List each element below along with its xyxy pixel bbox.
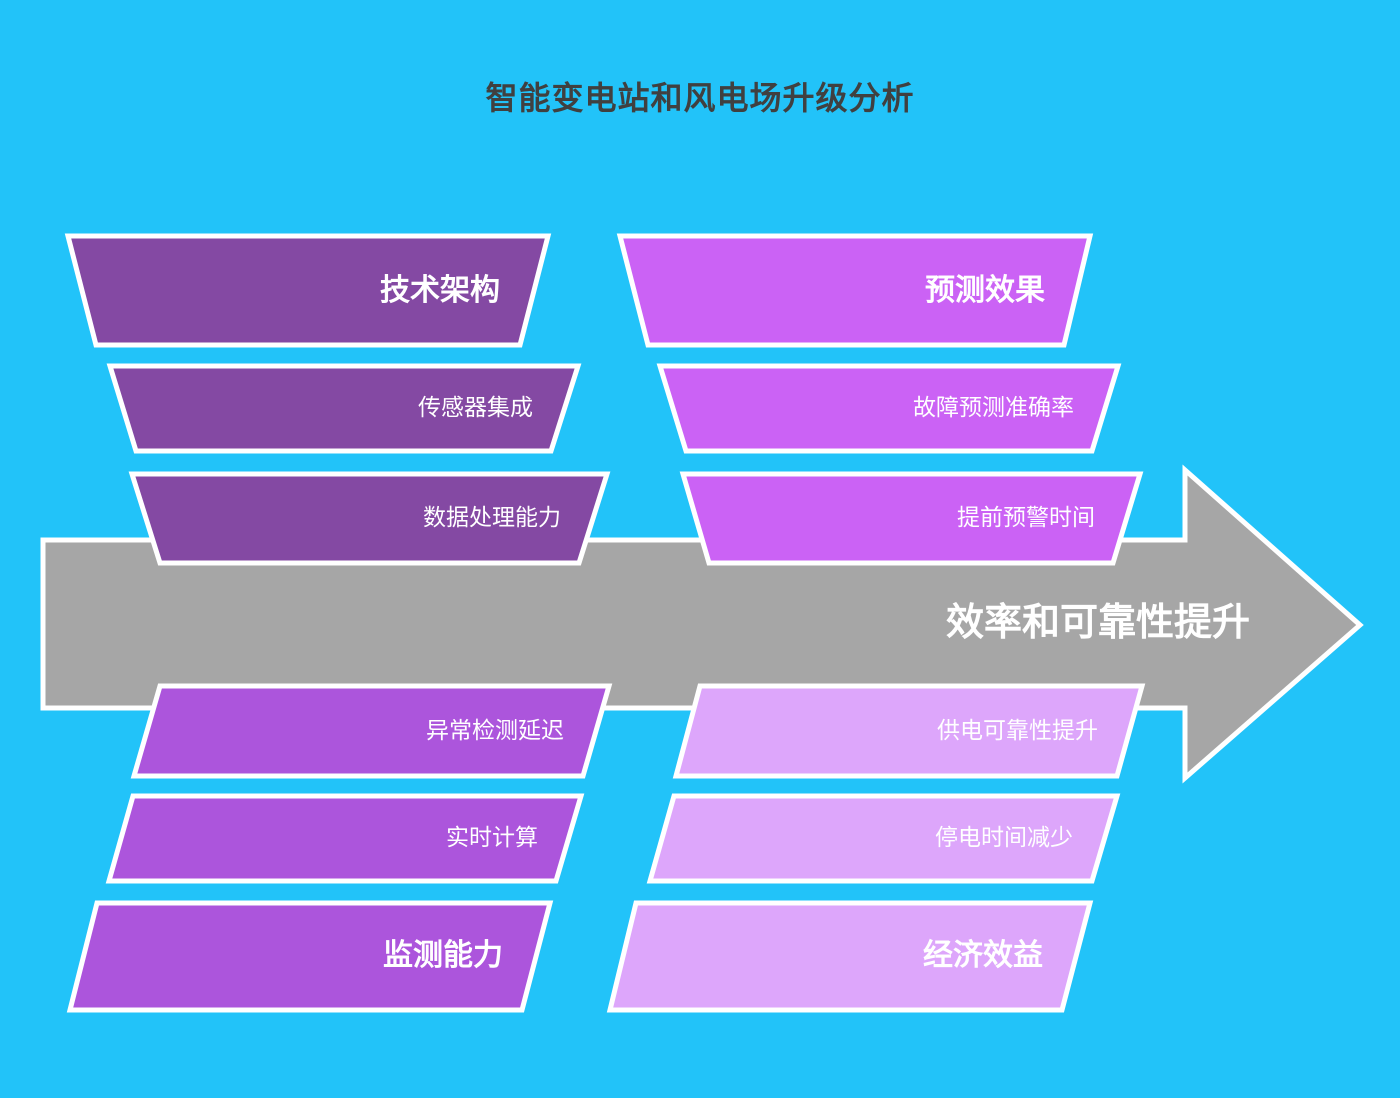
bar-right-6-label: 经济效益 [923,938,1043,972]
bar-right-1-label: 预测效果 [925,274,1045,307]
bar-shape [616,233,1094,348]
bar-left-3[interactable]: 数据处理能力 [128,471,611,566]
bar-left-2-label: 传感器集成 [418,394,533,420]
bar-left-3-label: 数据处理能力 [423,504,561,530]
bar-right-2[interactable]: 故障预测准确率 [656,363,1122,454]
bar-shape [105,793,585,884]
bar-left-1-label: 技术架构 [380,274,500,307]
bar-shape [606,900,1094,1013]
bar-shape [656,363,1122,454]
bar-left-1[interactable]: 技术架构 [64,233,552,348]
bar-right-4[interactable]: 供电可靠性提升 [672,683,1146,779]
bar-left-4[interactable]: 异常检测延迟 [130,683,613,779]
bar-left-5-label: 实时计算 [446,824,538,850]
bar-shape [64,233,552,348]
bar-right-3[interactable]: 提前预警时间 [679,471,1144,566]
bar-shape [128,471,611,566]
bar-right-6[interactable]: 经济效益 [606,900,1094,1013]
bar-shape [672,683,1146,779]
bar-shape [66,900,554,1013]
bar-left-5[interactable]: 实时计算 [105,793,585,884]
arrow-label: 效率和可靠性提升 [946,602,1250,644]
page-title: 智能变电站和风电场升级分析 [485,80,915,116]
bar-right-4-label: 供电可靠性提升 [937,717,1098,743]
bar-left-4-label: 异常检测延迟 [426,717,564,743]
bar-right-5[interactable]: 停电时间减少 [646,793,1121,884]
bar-left-6[interactable]: 监测能力 [66,900,554,1013]
bar-right-5-label: 停电时间减少 [935,824,1073,850]
bar-left-2[interactable]: 传感器集成 [106,363,582,454]
bar-right-2-label: 故障预测准确率 [913,394,1074,420]
bar-shape [106,363,582,454]
bar-left-6-label: 监测能力 [383,939,503,972]
bar-shape [646,793,1121,884]
bar-shape [679,471,1144,566]
bar-shape [130,683,613,779]
bar-right-3-label: 提前预警时间 [957,504,1095,530]
bar-right-1[interactable]: 预测效果 [616,233,1094,348]
